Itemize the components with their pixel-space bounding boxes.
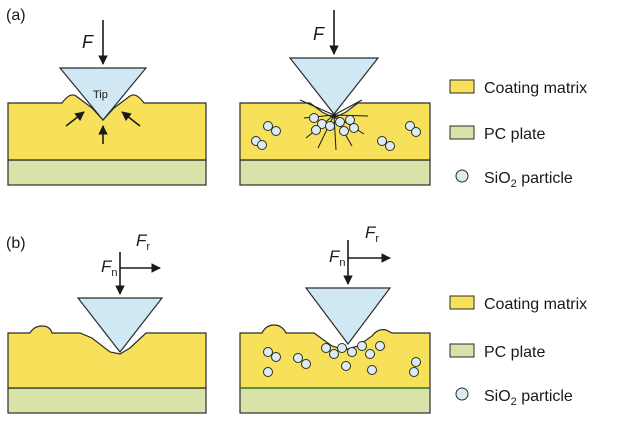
indenter-tip bbox=[76, 297, 164, 353]
force-label: F bbox=[313, 24, 325, 44]
coating-matrix-swatch bbox=[449, 295, 475, 310]
pc-plate-layer bbox=[239, 159, 431, 186]
stress-arrows bbox=[65, 111, 141, 144]
sio2-particle-label: SiO2 particle bbox=[484, 170, 573, 190]
sio2-particles bbox=[263, 341, 421, 377]
legend-a: Coating matrix PC plate SiO2 particle bbox=[449, 79, 587, 190]
indenter-tip bbox=[288, 57, 380, 115]
pc-plate-layer bbox=[239, 387, 431, 414]
pc-plate-layer bbox=[7, 159, 207, 186]
panel-a-label: (a) bbox=[6, 7, 26, 24]
coating-matrix-label: Coating matrix bbox=[484, 296, 587, 313]
panel-b-left-block bbox=[7, 325, 207, 414]
panel-b-label: (b) bbox=[6, 235, 26, 252]
normal-force-label: Fn bbox=[329, 247, 346, 269]
tangential-force-label: Fr bbox=[136, 231, 150, 253]
pc-plate-label: PC plate bbox=[484, 344, 545, 361]
sio2-particle-swatch bbox=[455, 387, 469, 401]
panel-b-left-tip bbox=[76, 297, 164, 353]
sio2-particles bbox=[251, 113, 421, 151]
normal-force-label: Fn bbox=[101, 257, 118, 279]
indenter-tip bbox=[58, 67, 148, 121]
tangential-force-label: Fr bbox=[365, 223, 379, 245]
force-label: F bbox=[82, 32, 94, 52]
pc-plate-swatch bbox=[449, 125, 475, 140]
sio2-particle-swatch bbox=[455, 169, 469, 183]
legend-b: Coating matrix PC plate SiO2 particle bbox=[449, 295, 587, 408]
indenter-tip bbox=[304, 287, 392, 345]
sio2-particle-label: SiO2 particle bbox=[484, 388, 573, 408]
panel-a-left-tip: Tip bbox=[58, 67, 148, 121]
coating-matrix-label: Coating matrix bbox=[484, 80, 587, 97]
pc-plate-layer bbox=[7, 387, 207, 414]
panel-a-right-tip bbox=[288, 57, 380, 115]
pc-plate-swatch bbox=[449, 343, 475, 358]
panel-b-right-tip bbox=[304, 287, 392, 345]
coating-matrix-swatch bbox=[449, 79, 475, 94]
crack-lines bbox=[299, 99, 369, 151]
pc-plate-label: PC plate bbox=[484, 126, 545, 143]
tip-label: Tip bbox=[93, 89, 108, 101]
coating-layer bbox=[7, 325, 207, 389]
